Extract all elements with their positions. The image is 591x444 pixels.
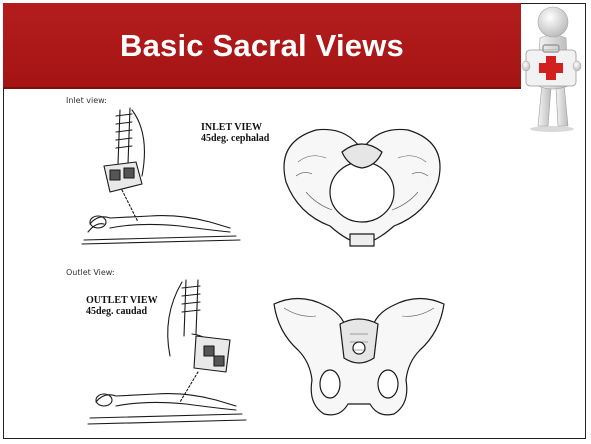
pelvis-outlet-illustration [270,288,448,422]
outlet-view-angle: 45deg. caudad [86,306,158,317]
inlet-view-title: INLET VIEW [201,122,269,133]
title-bar: Basic Sacral Views [3,3,521,89]
figure-holding-first-aid-kit-icon [520,4,586,132]
outlet-view-label: OUTLET VIEW 45deg. caudad [86,295,158,317]
inlet-view-label: INLET VIEW 45deg. cephalad [201,122,269,144]
pelvis-inlet-illustration [276,122,448,250]
outlet-view-title: OUTLET VIEW [86,295,158,306]
inlet-view-angle: 45deg. cephalad [201,133,269,144]
slide-title: Basic Sacral Views [3,3,521,89]
